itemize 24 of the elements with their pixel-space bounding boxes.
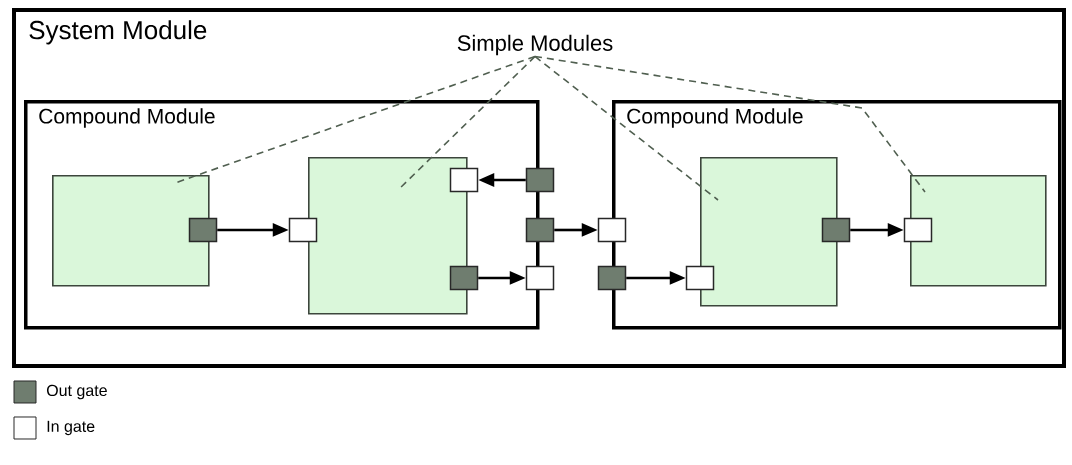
out-gate — [188, 217, 218, 243]
callout-label: Simple Modules — [457, 34, 613, 56]
in-gate — [288, 217, 318, 243]
legend-label: In gate — [47, 420, 95, 436]
leader-line — [174, 55, 536, 184]
simple-module-box — [910, 175, 1047, 287]
out-gate — [597, 265, 627, 291]
simple-module-box — [52, 175, 210, 287]
leader-line — [534, 55, 719, 201]
out-gate — [821, 217, 851, 243]
simple-module-box — [308, 157, 468, 315]
in-gate — [685, 265, 715, 291]
out-gate — [449, 265, 479, 291]
legend-label: Out gate — [46, 384, 107, 400]
leader-line — [534, 55, 926, 193]
out-gate — [525, 217, 555, 243]
in-gate — [903, 217, 933, 243]
in-gate — [449, 167, 479, 193]
simple-module-box — [700, 157, 838, 307]
in-gate — [597, 217, 627, 243]
compound-module-box: Compound Module — [612, 100, 1062, 330]
compound-module-box: Compound Module — [24, 100, 540, 330]
in-gate — [525, 265, 555, 291]
out-gate — [525, 167, 555, 193]
